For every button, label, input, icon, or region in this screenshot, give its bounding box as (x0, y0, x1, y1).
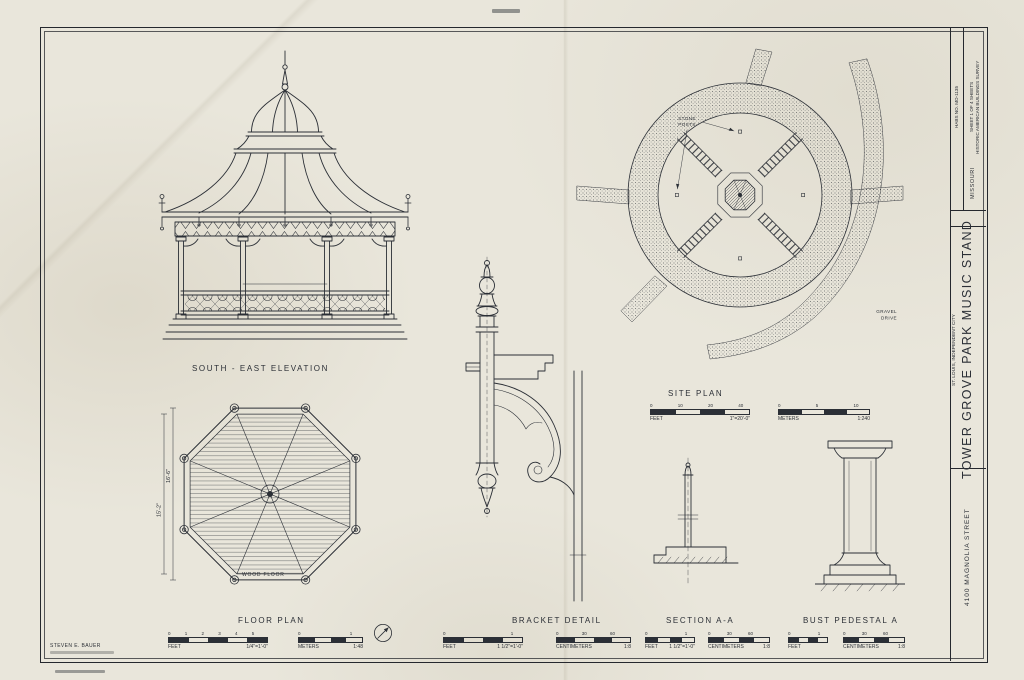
radial-walkways (677, 132, 804, 259)
pendant-drop (475, 462, 499, 514)
octagon-floor (183, 407, 357, 581)
site-plan-drawing: STONE POSTS GRAVEL DRIVE (576, 48, 904, 360)
scale-bar (443, 637, 523, 643)
titleblock-address: 4100 MAGNOLIA STREET (964, 508, 971, 606)
pedestal-shaft (843, 457, 877, 554)
sheet-border-inner (44, 31, 984, 659)
section-label: SECTION A-A (666, 616, 735, 625)
scale-bar (298, 637, 363, 643)
pedestal-base (815, 552, 905, 592)
scale-bar (556, 637, 631, 643)
bracket-detail-label: BRACKET DETAIL (512, 616, 602, 625)
wood-floor-label: WOOD FLOOR (242, 572, 285, 578)
balustrade (180, 283, 390, 316)
elevation-label: SOUTH - EAST ELEVATION (192, 364, 329, 373)
pedestal-cap (827, 440, 893, 459)
scroll-bracket (493, 382, 575, 496)
dim-height-text: 16'-6" (166, 469, 172, 483)
titleblock-subdivider (963, 27, 964, 210)
bottom-microcopy (55, 670, 105, 673)
dimension-lines (161, 407, 176, 581)
post-shaft (465, 331, 495, 464)
finial-spire (281, 50, 289, 91)
tent-roof (161, 152, 409, 218)
titleblock-survey-number: HABS NO. MO-1135 (954, 85, 959, 129)
pedestal-label: BUST PEDESTAL A (803, 616, 899, 625)
eave-pinnacles (158, 194, 412, 231)
scale-bar (645, 637, 695, 643)
titleblock-rule-2 (950, 226, 986, 227)
floor-plan-drawing: 16'-6" 15'-2" WOOD FLOOR (157, 403, 361, 585)
scale-bar (168, 637, 268, 643)
titleblock-state: MISSOURI (970, 167, 976, 199)
platform-steps (162, 318, 408, 340)
site-plan-label: SITE PLAN (668, 389, 724, 398)
scalebar-pedestal-feet: 0 1 FEET (788, 631, 828, 650)
scale-bar (708, 637, 770, 643)
scale-bar (788, 637, 828, 643)
scale-bar (650, 409, 750, 415)
stone-posts-label-2: POSTS (678, 122, 696, 127)
titleblock-location: ST. LOUIS, INDEPENDENT CITY (951, 314, 957, 386)
credit-line (50, 651, 114, 654)
dim-width-text: 15'-2" (157, 503, 163, 517)
pedestal-drawing (815, 440, 905, 592)
post-section (677, 462, 699, 548)
scale-bar (778, 409, 870, 415)
turned-finial (475, 260, 499, 333)
gravel-drive-label-1: GRAVEL (876, 309, 897, 314)
stone-posts-label-1: STONE (678, 116, 696, 121)
top-microcopy (492, 9, 520, 13)
titleblock-title: TOWER GROVE PARK MUSIC STAND (960, 219, 974, 479)
music-stand-plan (717, 172, 763, 218)
scale-bar (843, 637, 905, 643)
gravel-drive-label-2: DRIVE (881, 316, 897, 321)
frieze (174, 221, 396, 237)
titleblock-divider (950, 27, 952, 661)
gravel-drive (706, 58, 884, 360)
north-arrow-icon (373, 623, 393, 643)
beam-profile (493, 354, 554, 380)
platform-section (653, 546, 739, 564)
floor-plan-label: FLOOR PLAN (238, 616, 305, 625)
titleblock-rule-1 (950, 210, 986, 211)
delineator-name: STEVEN E. BAUER (50, 643, 101, 649)
section-drawing (653, 457, 739, 586)
elevation-drawing (158, 50, 412, 340)
fascia-member (569, 370, 587, 602)
stone-posts-markers (675, 121, 806, 261)
onion-dome (233, 89, 337, 154)
sheet-border (40, 27, 988, 663)
bracket-detail-drawing (465, 256, 587, 602)
corner-posts (179, 403, 361, 585)
titleblock-rule-3 (950, 468, 986, 469)
